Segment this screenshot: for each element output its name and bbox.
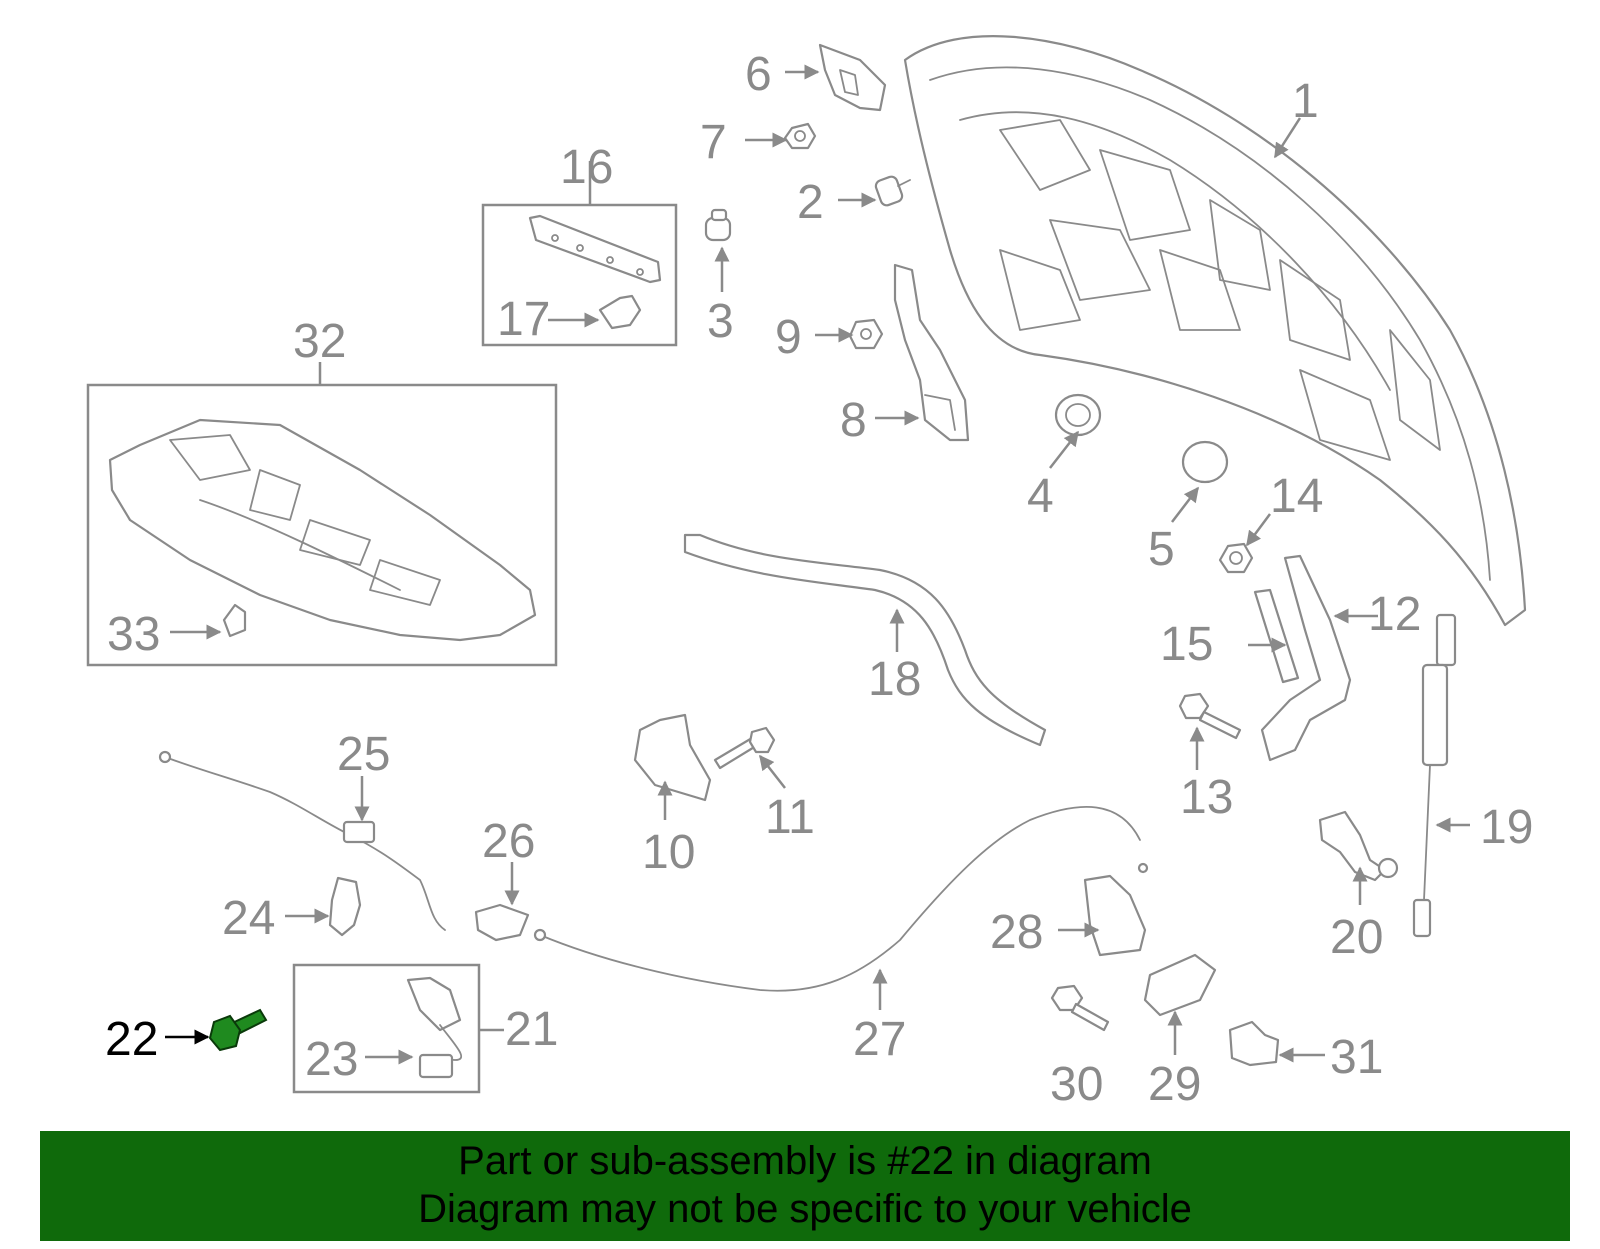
part-22-bolt[interactable] (208, 1008, 268, 1052)
callout-2: 2 (797, 176, 824, 229)
callout-26: 26 (482, 815, 535, 868)
part-32-insulator[interactable] (108, 418, 537, 642)
group-box-32 (86, 383, 558, 667)
callout-labels: 1 2 3 4 5 6 7 8 9 10 11 12 13 14 15 16 1… (105, 48, 1533, 1111)
part-10-bracket[interactable] (633, 713, 712, 802)
part-26-clip[interactable] (474, 903, 530, 942)
part-21-latch[interactable] (406, 976, 462, 1061)
callout-23: 23 (305, 1033, 358, 1086)
group-box-21 (292, 963, 481, 1094)
callout-15: 15 (1160, 618, 1213, 671)
part-14-nut[interactable] (1218, 542, 1254, 574)
part-15-seal[interactable] (1253, 588, 1300, 684)
callout-25: 25 (337, 728, 390, 781)
callout-17: 17 (497, 293, 550, 346)
callout-30: 30 (1050, 1058, 1103, 1111)
banner-line-part: Part or sub-assembly is #22 in diagram (458, 1139, 1152, 1183)
callout-14: 14 (1270, 470, 1323, 523)
part-1-hood[interactable] (903, 35, 1527, 627)
part-19-strut[interactable] (1412, 613, 1457, 938)
banner-line-disclaimer: Diagram may not be specific to your vehi… (418, 1187, 1192, 1231)
callout-5: 5 (1148, 523, 1175, 576)
callout-22: 22 (105, 1013, 158, 1066)
part-18-seal[interactable] (683, 533, 1047, 747)
info-banner: Part or sub-assembly is #22 in diagram D… (40, 1131, 1570, 1241)
part-28-bracket[interactable] (1083, 874, 1147, 957)
part-4-plug[interactable] (1054, 393, 1102, 437)
callout-27: 27 (853, 1013, 906, 1066)
callout-7: 7 (700, 116, 727, 169)
part-24-bracket[interactable] (328, 876, 362, 937)
callout-20: 20 (1330, 911, 1383, 964)
callout-18: 18 (868, 653, 921, 706)
callout-10: 10 (642, 826, 695, 879)
callout-16: 16 (560, 141, 613, 194)
part-9-nut[interactable] (848, 318, 884, 350)
part-11-bolt[interactable] (713, 726, 776, 770)
part-29-plate[interactable] (1143, 953, 1217, 1017)
callout-21: 21 (505, 1003, 558, 1056)
part-13-bolt[interactable] (1178, 692, 1242, 740)
callout-9: 9 (775, 311, 802, 364)
part-12-hinge[interactable] (1260, 554, 1352, 762)
part-8-bracket[interactable] (893, 263, 970, 442)
part-30-bolt[interactable] (1050, 984, 1110, 1032)
callout-13: 13 (1180, 771, 1233, 824)
callout-28: 28 (990, 906, 1043, 959)
callout-29: 29 (1148, 1058, 1201, 1111)
part-2-bumper[interactable] (874, 175, 911, 207)
part-7-nut[interactable] (783, 122, 817, 150)
part-16-seal[interactable] (528, 214, 662, 284)
callout-8: 8 (840, 394, 867, 447)
part-33-clip[interactable] (222, 603, 247, 638)
callout-12: 12 (1368, 588, 1421, 641)
callout-24: 24 (222, 892, 275, 945)
part-5-plug[interactable] (1181, 440, 1229, 484)
callout-11: 11 (765, 791, 815, 844)
part-31-clip[interactable] (1228, 1020, 1280, 1067)
callout-4: 4 (1027, 470, 1054, 523)
part-6-bracket[interactable] (818, 43, 887, 112)
part-25-cable[interactable] (158, 750, 446, 931)
callout-32: 32 (293, 315, 346, 368)
callout-33: 33 (107, 608, 160, 661)
callout-19: 19 (1480, 801, 1533, 854)
part-23-switch[interactable] (418, 1053, 454, 1079)
callout-31: 31 (1330, 1031, 1383, 1084)
part-3-bumper[interactable] (704, 208, 732, 242)
callout-1: 1 (1292, 75, 1319, 128)
group-box-16 (481, 203, 678, 347)
part-20-ballstud[interactable] (1318, 810, 1399, 882)
callout-3: 3 (707, 295, 734, 348)
callout-6: 6 (745, 48, 772, 101)
part-17-clip[interactable] (598, 294, 642, 330)
leader-lines (165, 64, 1470, 1065)
part-27-cable[interactable] (533, 805, 1149, 992)
